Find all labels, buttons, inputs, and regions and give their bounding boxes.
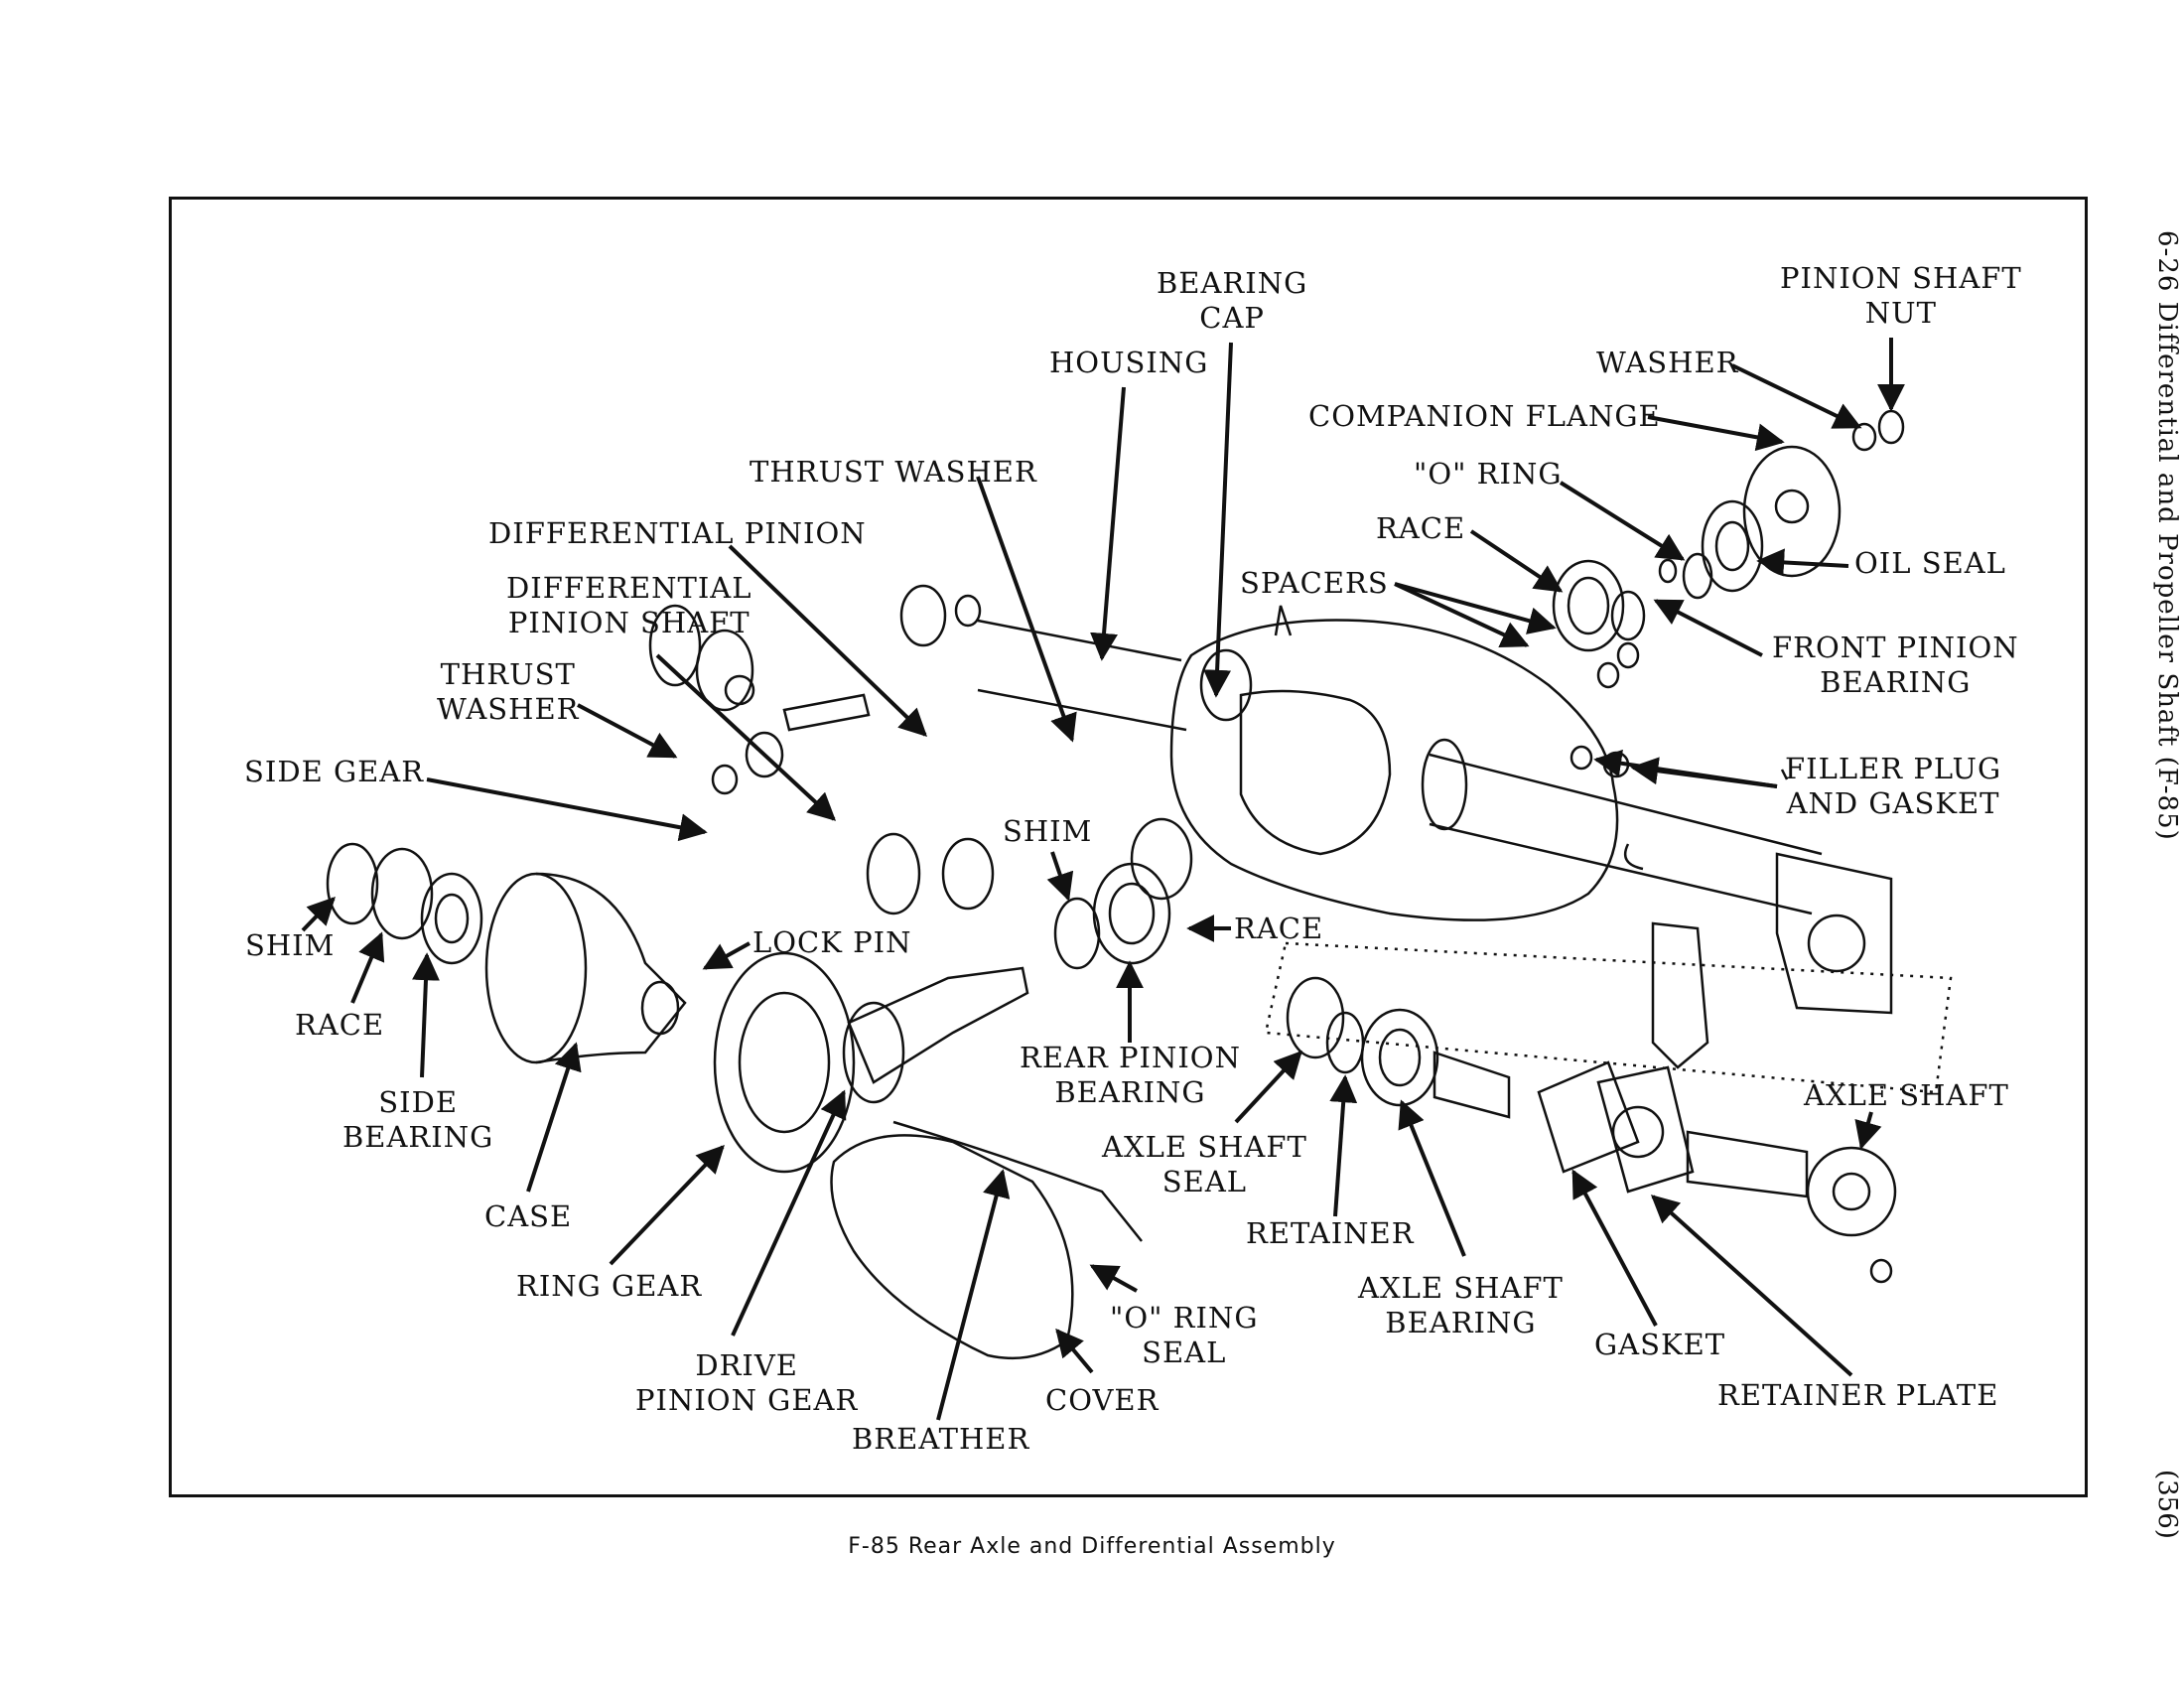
label-case: CASE xyxy=(484,1199,573,1233)
label-thrust-washer-left: THRUST WASHER xyxy=(437,657,580,726)
arrow-bearing-cap xyxy=(1203,342,1233,698)
label-front-pinion-bearing: FRONT PINION BEARING xyxy=(1772,631,2019,699)
housing-left-tube xyxy=(977,619,1187,732)
label-drive-pinion-gear: DRIVE PINION GEAR xyxy=(635,1348,859,1417)
arrow-washer xyxy=(1731,363,1862,429)
arrow-thrust-washer-left xyxy=(577,703,678,759)
arrow-side-bearing xyxy=(411,952,440,1078)
arrow-retainer-plate xyxy=(1650,1195,1853,1377)
label-side-bearing: SIDE BEARING xyxy=(342,1085,494,1154)
arrow-o-ring-top xyxy=(1559,481,1686,561)
arrow-differential-pinion xyxy=(728,544,928,737)
arrow-filler-plug-2 xyxy=(1630,757,1778,788)
arrow-race-top xyxy=(1469,529,1564,593)
label-cover: COVER xyxy=(1045,1383,1160,1417)
label-ring-gear: RING GEAR xyxy=(516,1269,703,1303)
label-race-left: RACE xyxy=(295,1008,385,1042)
arrow-cover xyxy=(1055,1328,1094,1374)
label-gasket: GASKET xyxy=(1594,1328,1726,1361)
label-race-center: RACE xyxy=(1234,912,1324,945)
label-retainer-plate: RETAINER PLATE xyxy=(1717,1378,1999,1412)
label-bearing-cap: BEARING CAP xyxy=(1157,266,1308,335)
housing-right-tube xyxy=(1429,753,1823,915)
label-pinion-shaft-nut: PINION SHAFT NUT xyxy=(1780,261,2022,330)
label-filler-plug: FILLER PLUG AND GASKET xyxy=(1785,752,2002,820)
label-axle-shaft-bearing: AXLE SHAFT BEARING xyxy=(1358,1271,1564,1339)
figure-frame xyxy=(169,197,2088,1497)
arrow-race-left xyxy=(350,931,385,1004)
label-shim-left: SHIM xyxy=(245,928,336,962)
arrow-case xyxy=(526,1042,582,1193)
label-washer: WASHER xyxy=(1596,346,1739,379)
label-race-top: RACE xyxy=(1376,511,1466,545)
arrow-differential-pinion-shaft xyxy=(655,653,837,821)
label-rear-pinion-bearing: REAR PINION BEARING xyxy=(1020,1041,1241,1109)
arrow-side-gear xyxy=(426,777,708,842)
label-companion-flange: COMPANION FLANGE xyxy=(1308,399,1661,433)
arrow-o-ring-seal xyxy=(1089,1264,1138,1293)
label-thrust-washer-top: THRUST WASHER xyxy=(750,455,1037,489)
arrow-retainer xyxy=(1329,1074,1358,1217)
arrow-companion-flange xyxy=(1647,415,1785,452)
label-housing: HOUSING xyxy=(1049,346,1209,379)
label-differential-pinion: DIFFERENTIAL PINION xyxy=(488,516,867,550)
arrow-housing xyxy=(1090,386,1126,661)
arrow-axle-shaft-bearing xyxy=(1398,1099,1466,1257)
label-oil-seal: OIL SEAL xyxy=(1854,546,2006,580)
arrow-shim-center xyxy=(1046,851,1074,902)
differential-case-shape xyxy=(484,872,588,1064)
running-header: 6-26 Differential and Propeller Shaft (F… xyxy=(2152,230,2182,841)
arrow-lock-pin xyxy=(702,941,751,970)
arrow-spacers-2 xyxy=(1394,582,1557,634)
label-axle-shaft-seal: AXLE SHAFT SEAL xyxy=(1102,1130,1307,1198)
cover-shape xyxy=(830,1134,1074,1360)
figure-caption: F-85 Rear Axle and Differential Assembly xyxy=(848,1534,1336,1559)
arrow-axle-shaft xyxy=(1854,1111,1882,1150)
label-side-gear: SIDE GEAR xyxy=(244,755,425,788)
label-differential-pinion-shaft: DIFFERENTIAL PINION SHAFT xyxy=(506,571,752,639)
label-retainer: RETAINER xyxy=(1246,1216,1415,1250)
arrow-ring-gear xyxy=(609,1144,725,1266)
ring-gear-shape xyxy=(713,951,856,1174)
arrow-breather xyxy=(936,1169,1011,1421)
arrow-spacers-1 xyxy=(1394,582,1530,648)
label-spacers: SPACERS xyxy=(1240,566,1389,600)
label-breather: BREATHER xyxy=(852,1422,1030,1456)
arrow-shim-left xyxy=(301,896,336,932)
arrow-gasket xyxy=(1571,1169,1658,1327)
axle-shaft-shape xyxy=(1686,1130,1809,1198)
retainer-plate-shape xyxy=(1596,1065,1695,1194)
companion-flange-shape xyxy=(1742,445,1842,578)
page-number: (356) xyxy=(2152,1470,2182,1539)
carrier-housing xyxy=(1169,619,1619,921)
label-o-ring-top: "O" RING xyxy=(1414,457,1563,491)
label-o-ring-seal: "O" RING SEAL xyxy=(1110,1301,1259,1369)
arrow-front-pinion-bearing xyxy=(1653,599,1763,657)
arrow-drive-pinion-gear xyxy=(731,1089,847,1336)
arrow-oil-seal xyxy=(1756,548,1849,577)
label-lock-pin: LOCK PIN xyxy=(752,925,912,959)
label-axle-shaft: AXLE SHAFT xyxy=(1804,1078,2009,1112)
arrow-axle-shaft-seal xyxy=(1234,1050,1302,1124)
arrow-thrust-washer-top xyxy=(976,476,1077,743)
label-shim-center: SHIM xyxy=(1003,814,1093,848)
